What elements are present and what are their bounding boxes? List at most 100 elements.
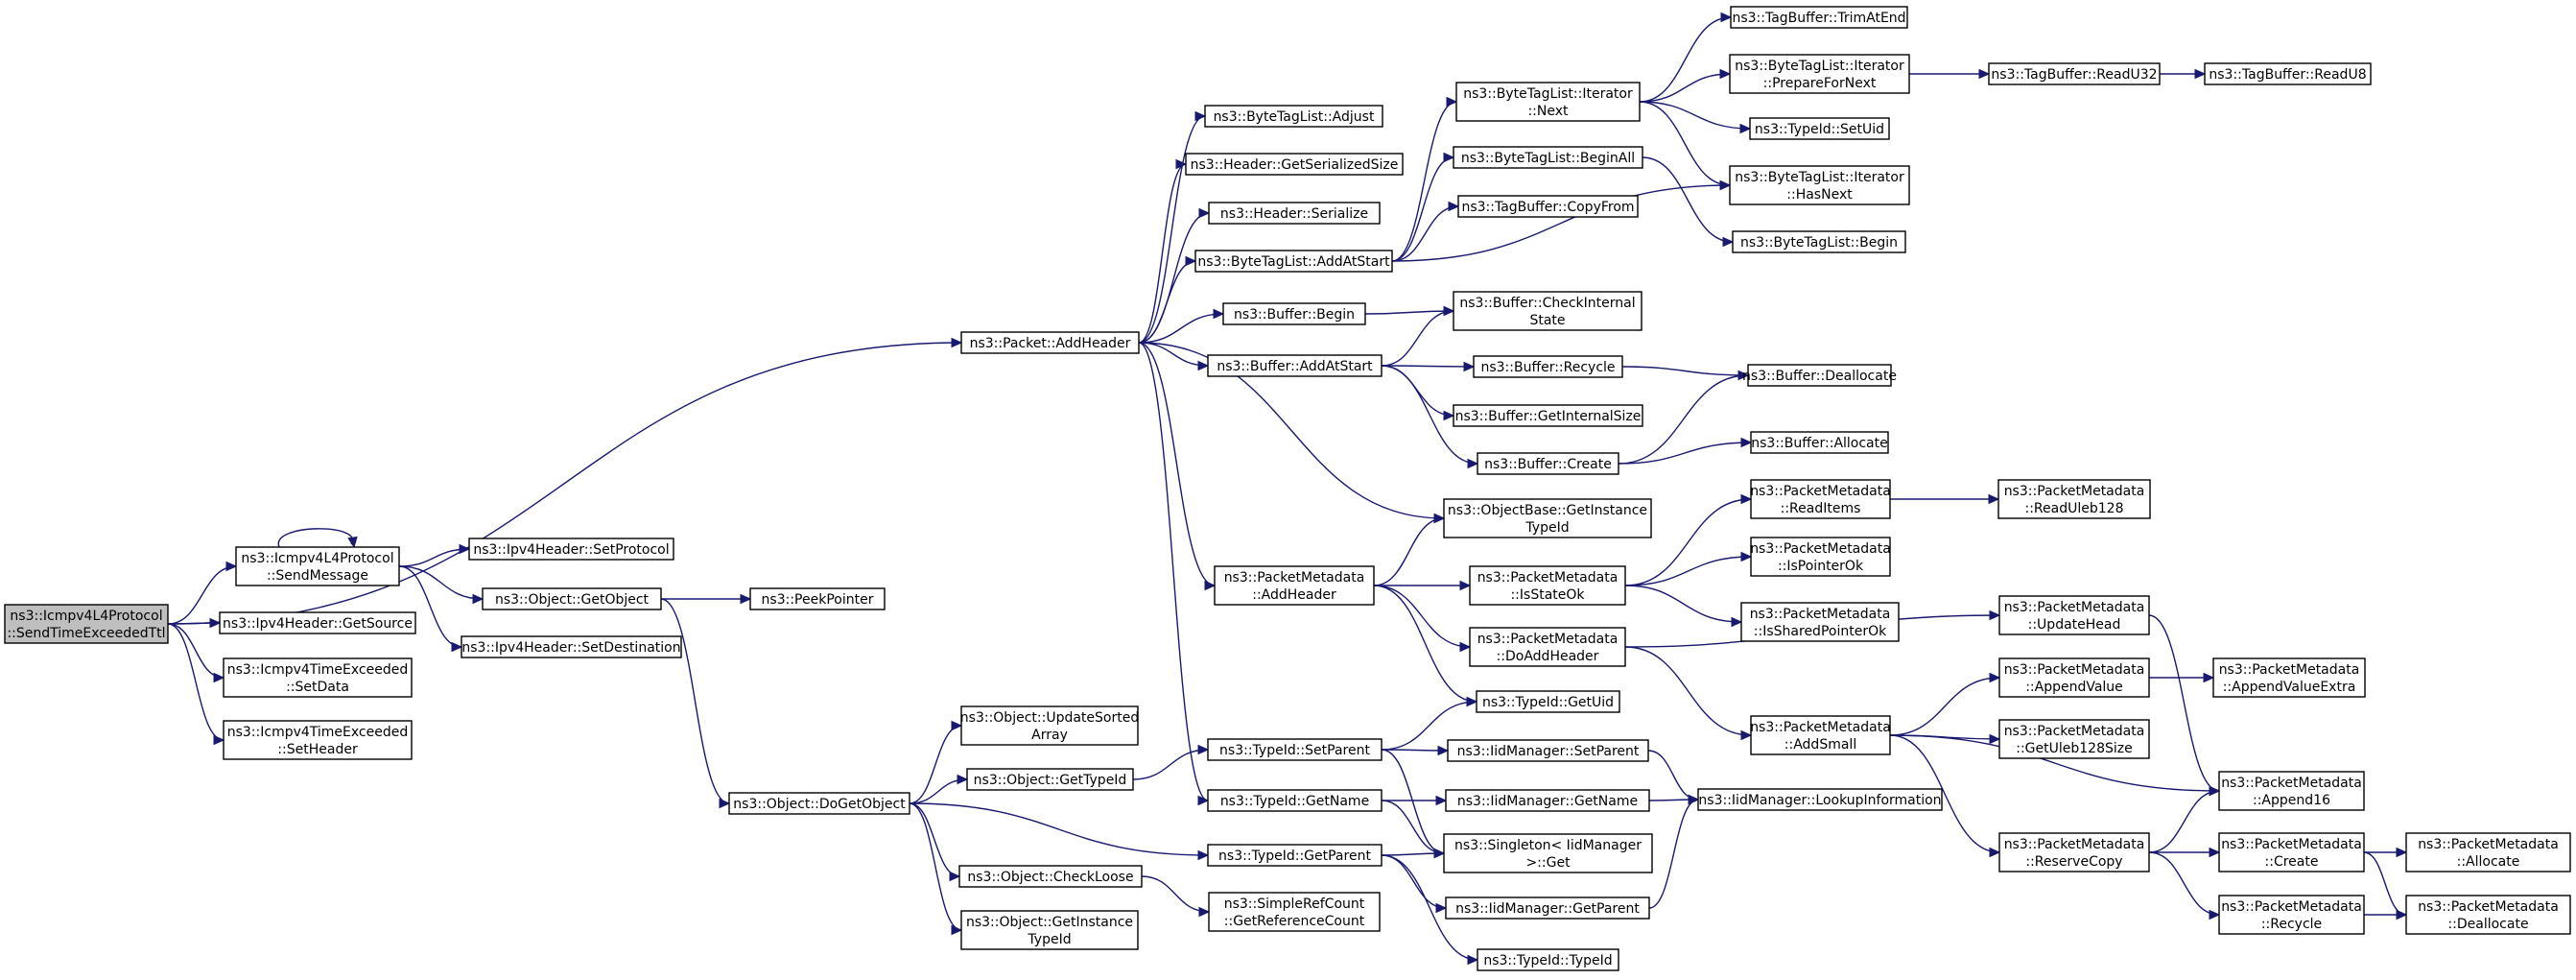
node-setdata[interactable]: ns3::Icmpv4TimeExceeded::SetData xyxy=(223,657,413,698)
node-tid_getparent[interactable]: ns3::TypeId::GetParent xyxy=(1207,844,1383,867)
node-root[interactable]: ns3::Icmpv4L4Protocol::SendTimeExceededT… xyxy=(4,604,169,644)
node-buf_deallocate[interactable]: ns3::Buffer::Deallocate xyxy=(1742,364,1897,387)
edge-arrowhead xyxy=(451,641,463,653)
node-tid_typeid[interactable]: ns3::TypeId::TypeId xyxy=(1477,948,1619,971)
node-box xyxy=(482,587,662,610)
node-box xyxy=(235,546,400,586)
node-tb_readu8[interactable]: ns3::TagBuffer::ReadU8 xyxy=(2204,62,2372,85)
node-checkloose[interactable]: ns3::Object::CheckLoose xyxy=(958,865,1143,888)
node-iid_setparent[interactable]: ns3::IidManager::SetParent xyxy=(1447,739,1649,762)
node-label: ns3::PacketMetadata xyxy=(2221,776,2362,791)
node-pm_reservecopy[interactable]: ns3::PacketMetadata::ReserveCopy xyxy=(1998,832,2150,872)
node-label: ::Append16 xyxy=(2253,793,2330,808)
node-label: ns3::PacketMetadata xyxy=(1750,607,1891,622)
edge-addheader-to-tid_getname xyxy=(1138,342,1210,806)
node-iid_getname[interactable]: ns3::IidManager::GetName xyxy=(1445,789,1650,812)
node-hdr_getser[interactable]: ns3::Header::GetSerializedSize xyxy=(1185,153,1404,176)
node-iid_getparent[interactable]: ns3::IidManager::GetParent xyxy=(1445,896,1650,920)
node-tb_readu32[interactable]: ns3::TagBuffer::ReadU32 xyxy=(1988,62,2161,85)
node-label: ns3::ByteTagList::BeginAll xyxy=(1461,151,1635,166)
edge-addheader-to-btl_adjust xyxy=(1138,110,1207,344)
edge-pm_addsmall-to-pm_appendvalue xyxy=(1889,672,2001,736)
node-label: State xyxy=(1529,313,1565,328)
node-box xyxy=(1998,595,2150,635)
node-sendmsg[interactable]: ns3::Icmpv4L4Protocol::SendMessage xyxy=(235,546,400,586)
node-addheader[interactable]: ns3::Packet::AddHeader xyxy=(960,331,1140,354)
node-pm_isstateok[interactable]: ns3::PacketMetadata::IsStateOk xyxy=(1469,565,1626,606)
node-box xyxy=(1469,565,1626,606)
node-pm_recycle[interactable]: ns3::PacketMetadata::Recycle xyxy=(2218,895,2365,935)
node-box xyxy=(1443,498,1652,538)
node-btl_begin[interactable]: ns3::ByteTagList::Begin xyxy=(1732,230,1906,253)
node-pm_ispointerok[interactable]: ns3::PacketMetadata::IsPointerOk xyxy=(1750,537,1891,577)
edge-pm_isstateok-to-pm_readitems xyxy=(1624,493,1753,586)
node-buf_addatstart[interactable]: ns3::Buffer::AddAtStart xyxy=(1207,354,1383,377)
edge-pm_updatehead-to-pm_append16 xyxy=(2148,614,2221,797)
node-btl_beginall[interactable]: ns3::ByteTagList::BeginAll xyxy=(1453,146,1643,169)
node-hdr_ser[interactable]: ns3::Header::Serialize xyxy=(1208,202,1381,225)
node-getobject[interactable]: ns3::Object::GetObject xyxy=(482,587,662,610)
node-setdest[interactable]: ns3::Ipv4Header::SetDestination xyxy=(461,635,682,658)
node-pm_updatehead[interactable]: ns3::PacketMetadata::UpdateHead xyxy=(1998,595,2150,635)
node-tb_copyfrom[interactable]: ns3::TagBuffer::CopyFrom xyxy=(1457,195,1639,218)
node-pm_readuleb128[interactable]: ns3::PacketMetadata::ReadUleb128 xyxy=(1997,479,2151,519)
node-pm_getuleb128size[interactable]: ns3::PacketMetadata::GetUleb128Size xyxy=(1998,719,2150,759)
node-buf_recycle[interactable]: ns3::Buffer::Recycle xyxy=(1473,355,1623,378)
node-setheader[interactable]: ns3::Icmpv4TimeExceeded::SetHeader xyxy=(223,720,413,760)
node-buf_begin[interactable]: ns3::Buffer::Begin xyxy=(1222,302,1366,325)
node-pm_doaddheader[interactable]: ns3::PacketMetadata::DoAddHeader xyxy=(1469,627,1626,667)
node-btl_addatstart[interactable]: ns3::ByteTagList::AddAtStart xyxy=(1194,250,1393,273)
node-label: ns3::Buffer::AddAtStart xyxy=(1217,359,1373,374)
node-btli_preparefornext[interactable]: ns3::ByteTagList::Iterator::PrepareForNe… xyxy=(1729,54,1910,94)
node-pm_readitems[interactable]: ns3::PacketMetadata::ReadItems xyxy=(1750,479,1891,519)
node-gettypeid[interactable]: ns3::Object::GetTypeId xyxy=(966,768,1134,791)
edge-line xyxy=(1381,854,1447,909)
node-tid_getuid[interactable]: ns3::TypeId::GetUid xyxy=(1476,690,1620,713)
edge-arrowhead xyxy=(1989,672,2001,683)
node-pm_append16[interactable]: ns3::PacketMetadata::Append16 xyxy=(2218,771,2365,811)
node-buf_create[interactable]: ns3::Buffer::Create xyxy=(1477,452,1619,475)
node-iid_lookup[interactable]: ns3::IidManager::LookupInformation xyxy=(1697,788,1943,811)
node-label: ns3::TypeId::TypeId xyxy=(1483,953,1612,968)
node-tid_setparent[interactable]: ns3::TypeId::SetParent xyxy=(1207,738,1383,761)
node-tid_setuid[interactable]: ns3::TypeId::SetUid xyxy=(1749,117,1890,140)
node-btli_next[interactable]: ns3::ByteTagList::Iterator::Next xyxy=(1455,82,1641,122)
edge-dogetobject-to-updatesorted xyxy=(909,720,963,804)
node-pm_addsmall[interactable]: ns3::PacketMetadata::AddSmall xyxy=(1750,715,1891,755)
edge-pm_isstateok-to-pm_ispointerok xyxy=(1624,551,1753,586)
node-tb_trimatend[interactable]: ns3::TagBuffer::TrimAtEnd xyxy=(1730,6,1908,29)
node-getsource[interactable]: ns3::Ipv4Header::GetSource xyxy=(219,611,416,634)
node-box xyxy=(1750,431,1889,454)
node-pm_addheader[interactable]: ns3::PacketMetadata::AddHeader xyxy=(1214,565,1375,606)
node-tid_getname[interactable]: ns3::TypeId::GetName xyxy=(1207,789,1383,812)
node-setprotocol[interactable]: ns3::Ipv4Header::SetProtocol xyxy=(468,538,674,561)
node-buf_getinternalsize[interactable]: ns3::Buffer::GetInternalSize xyxy=(1453,404,1643,427)
edge-line xyxy=(1373,517,1445,586)
node-pm_allocate[interactable]: ns3::PacketMetadata::Allocate xyxy=(2405,832,2571,872)
node-dogetobject[interactable]: ns3::Object::DoGetObject xyxy=(728,792,910,815)
node-box xyxy=(958,865,1143,888)
node-label: ns3::SimpleRefCount xyxy=(1224,896,1365,912)
edge-line xyxy=(1381,749,1445,854)
node-pm_appendvalueextra[interactable]: ns3::PacketMetadata::AppendValueExtra xyxy=(2212,657,2366,698)
edge-btli_next-to-btli_hasnext xyxy=(1639,101,1732,191)
node-buf_allocate[interactable]: ns3::Buffer::Allocate xyxy=(1750,431,1889,454)
node-singleton_get[interactable]: ns3::Singleton< IidManager >::Get xyxy=(1443,833,1653,873)
node-label: ::Next xyxy=(1527,104,1569,119)
node-box xyxy=(1453,146,1643,169)
node-pm_issharedpointerok[interactable]: ns3::PacketMetadata::IsSharedPointerOk xyxy=(1740,602,1900,642)
node-peekpointer[interactable]: ns3::PeekPointer xyxy=(749,587,886,610)
node-btli_hasnext[interactable]: ns3::ByteTagList::Iterator::HasNext xyxy=(1729,165,1910,205)
node-pm_deallocate[interactable]: ns3::PacketMetadata::Deallocate xyxy=(2405,895,2571,935)
node-src_getref[interactable]: ns3::SimpleRefCount::GetReferenceCount xyxy=(1208,892,1381,932)
edge-arrowhead xyxy=(1466,696,1478,707)
node-btl_adjust[interactable]: ns3::ByteTagList::Adjust xyxy=(1204,105,1383,128)
node-pm_create[interactable]: ns3::PacketMetadata::Create xyxy=(2218,832,2365,872)
edge-buf_addatstart-to-buf_checkinternal xyxy=(1381,305,1455,367)
edge-arrowhead xyxy=(719,798,731,809)
node-pm_appendvalue[interactable]: ns3::PacketMetadata::AppendValue xyxy=(1998,657,2150,698)
